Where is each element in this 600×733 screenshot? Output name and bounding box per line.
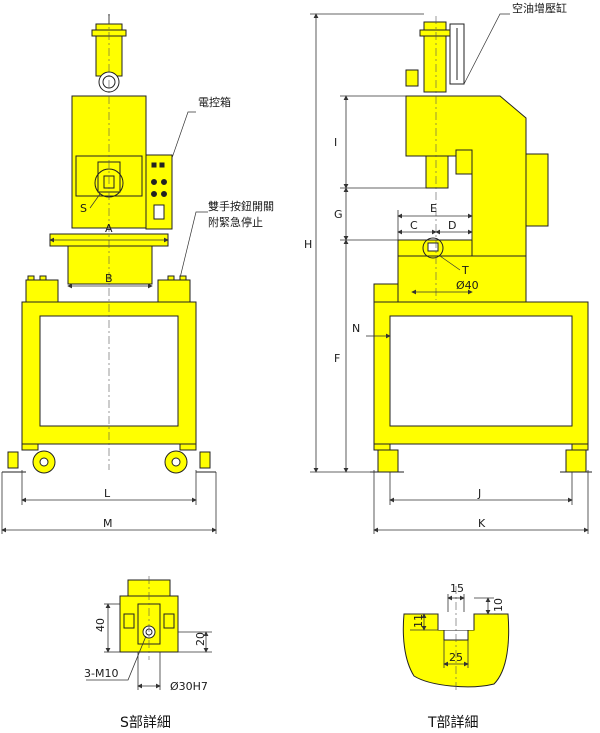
s-dim-20: 20 [194, 632, 207, 646]
dim-label-e: E [430, 202, 437, 215]
dim-label-m: M [103, 517, 113, 530]
side-dimensions [310, 13, 589, 534]
side-view [370, 21, 592, 473]
dim-label-i: I [334, 136, 337, 149]
detail-marker-s: S [80, 202, 87, 215]
dim-label-k: K [478, 517, 486, 530]
dim-label-g: G [334, 208, 343, 221]
dim-label-t: T [461, 264, 469, 277]
t-dim-25: 25 [449, 651, 463, 664]
s-dim-bolts: 3-M10 [84, 667, 118, 680]
front-dimensions [1, 237, 217, 534]
dim-label-c: C [410, 219, 418, 232]
callout-control-box: 電控箱 [198, 95, 231, 109]
dim-label-phi40: Ø40 [456, 279, 479, 292]
t-dim-10: 10 [492, 598, 505, 612]
callout-booster-cylinder: 空油增壓缸 [512, 1, 567, 15]
dim-label-j: J [477, 487, 481, 500]
dim-label-n: N [352, 322, 360, 335]
callout-emergency-stop: 附緊急停止 [208, 215, 263, 229]
side-booster-cylinder [423, 21, 447, 93]
dim-label-h: H [304, 238, 312, 251]
dim-label-l: L [104, 487, 111, 500]
dim-label-a: A [105, 222, 113, 235]
s-dim-bore: Ø30H7 [170, 680, 208, 693]
callout-two-hand-switch: 雙手按鈕開關 [208, 199, 274, 213]
t-dim-11: 11 [412, 614, 425, 628]
side-detail-t-circle [422, 237, 444, 259]
front-control-box [145, 154, 173, 230]
dim-label-f: F [334, 352, 340, 365]
t-detail-caption: T部詳細 [427, 715, 479, 731]
s-dim-40: 40 [94, 618, 107, 632]
front-column [67, 245, 153, 285]
dim-label-d: D [448, 219, 456, 232]
s-detail-caption: S部詳細 [120, 715, 171, 731]
t-dim-15: 15 [450, 582, 464, 595]
dim-label-b: B [105, 272, 113, 285]
